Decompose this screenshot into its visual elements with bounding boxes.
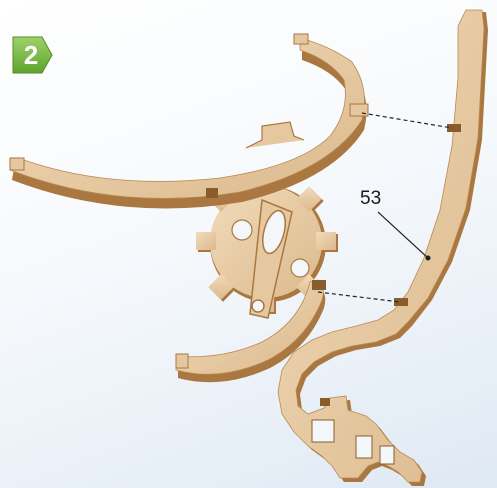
callout-leader xyxy=(378,212,431,261)
step-number: 2 xyxy=(13,37,49,73)
upper-arc-part xyxy=(10,34,368,208)
part-number-label: 53 xyxy=(360,188,381,210)
